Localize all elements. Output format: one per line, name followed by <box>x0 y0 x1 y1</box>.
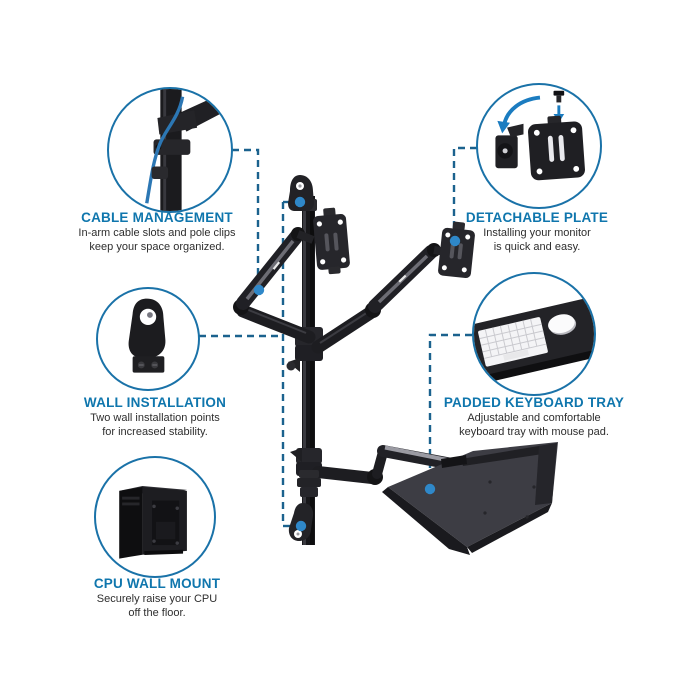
keyboard-tray <box>382 442 558 555</box>
vesa-plate-illustration <box>495 90 585 181</box>
feature-title: CABLE MANAGEMENT <box>81 210 233 225</box>
feature-desc-line: Two wall installation points <box>90 412 220 424</box>
feature-desc-line: keyboard tray with mouse pad. <box>459 425 609 438</box>
callout-dots <box>253 196 461 532</box>
feature-desc-line: Installing your monitor <box>483 227 591 239</box>
keyboard-tray-illustration <box>474 296 594 385</box>
feature-desc-line: Adjustable and comfortable <box>467 412 601 424</box>
feature-circle-detachable-plate <box>476 83 602 209</box>
wall-bracket-illustration <box>128 298 166 373</box>
cpu-tower-illustration <box>119 486 187 559</box>
callout-line-keyboard-tray <box>428 333 472 484</box>
feature-circle-keyboard-tray <box>472 272 596 396</box>
feature-desc-line: keep your space organized. <box>89 240 225 253</box>
feature-desc-line: off the floor. <box>128 606 186 619</box>
feature-text-detachable-plate: DETACHABLE PLATE Installing your monitor… <box>427 210 647 254</box>
callout-dot-wall-top <box>294 196 306 208</box>
feature-title: WALL INSTALLATION <box>83 395 227 410</box>
feature-text-keyboard-tray: PADDED KEYBOARD TRAY Adjustable and comf… <box>424 395 644 439</box>
callout-dot-detachable-plate <box>449 235 461 247</box>
callout-dot-wall-bottom <box>295 520 307 532</box>
vesa-plate-right <box>438 221 475 279</box>
cable-clip-pole-illustration <box>145 89 228 211</box>
feature-text-wall-installation: WALL INSTALLATION Two wall installation … <box>55 395 255 439</box>
keyboard-tray-arm <box>296 445 458 485</box>
feature-title: DETACHABLE PLATE <box>465 210 609 225</box>
feature-desc-line: for increased stability. <box>102 425 208 438</box>
feature-desc-line: In-arm cable slots and pole clips <box>78 227 236 239</box>
top-wall-bracket <box>288 175 317 211</box>
feature-text-cpu-mount: CPU WALL MOUNT Securely raise your CPU o… <box>57 576 257 620</box>
callout-dot-keyboard-tray <box>424 483 436 495</box>
feature-desc-line: Securely raise your CPU <box>96 593 218 605</box>
feature-desc-line: is quick and easy. <box>493 240 581 253</box>
feature-circle-wall-installation <box>96 287 200 391</box>
callout-dot-cable-management <box>253 284 265 296</box>
monitor-arm-right <box>311 243 447 354</box>
feature-title: PADDED KEYBOARD TRAY <box>443 395 625 410</box>
monitor-arm-left <box>233 227 316 344</box>
vesa-plate-left <box>313 207 350 275</box>
callout-line-cable-management <box>232 148 260 287</box>
feature-text-cable-management: CABLE MANAGEMENT In-arm cable slots and … <box>47 210 267 254</box>
feature-title: CPU WALL MOUNT <box>93 576 221 591</box>
feature-circle-cpu-mount <box>94 456 216 578</box>
feature-circle-cable-management <box>107 87 233 213</box>
